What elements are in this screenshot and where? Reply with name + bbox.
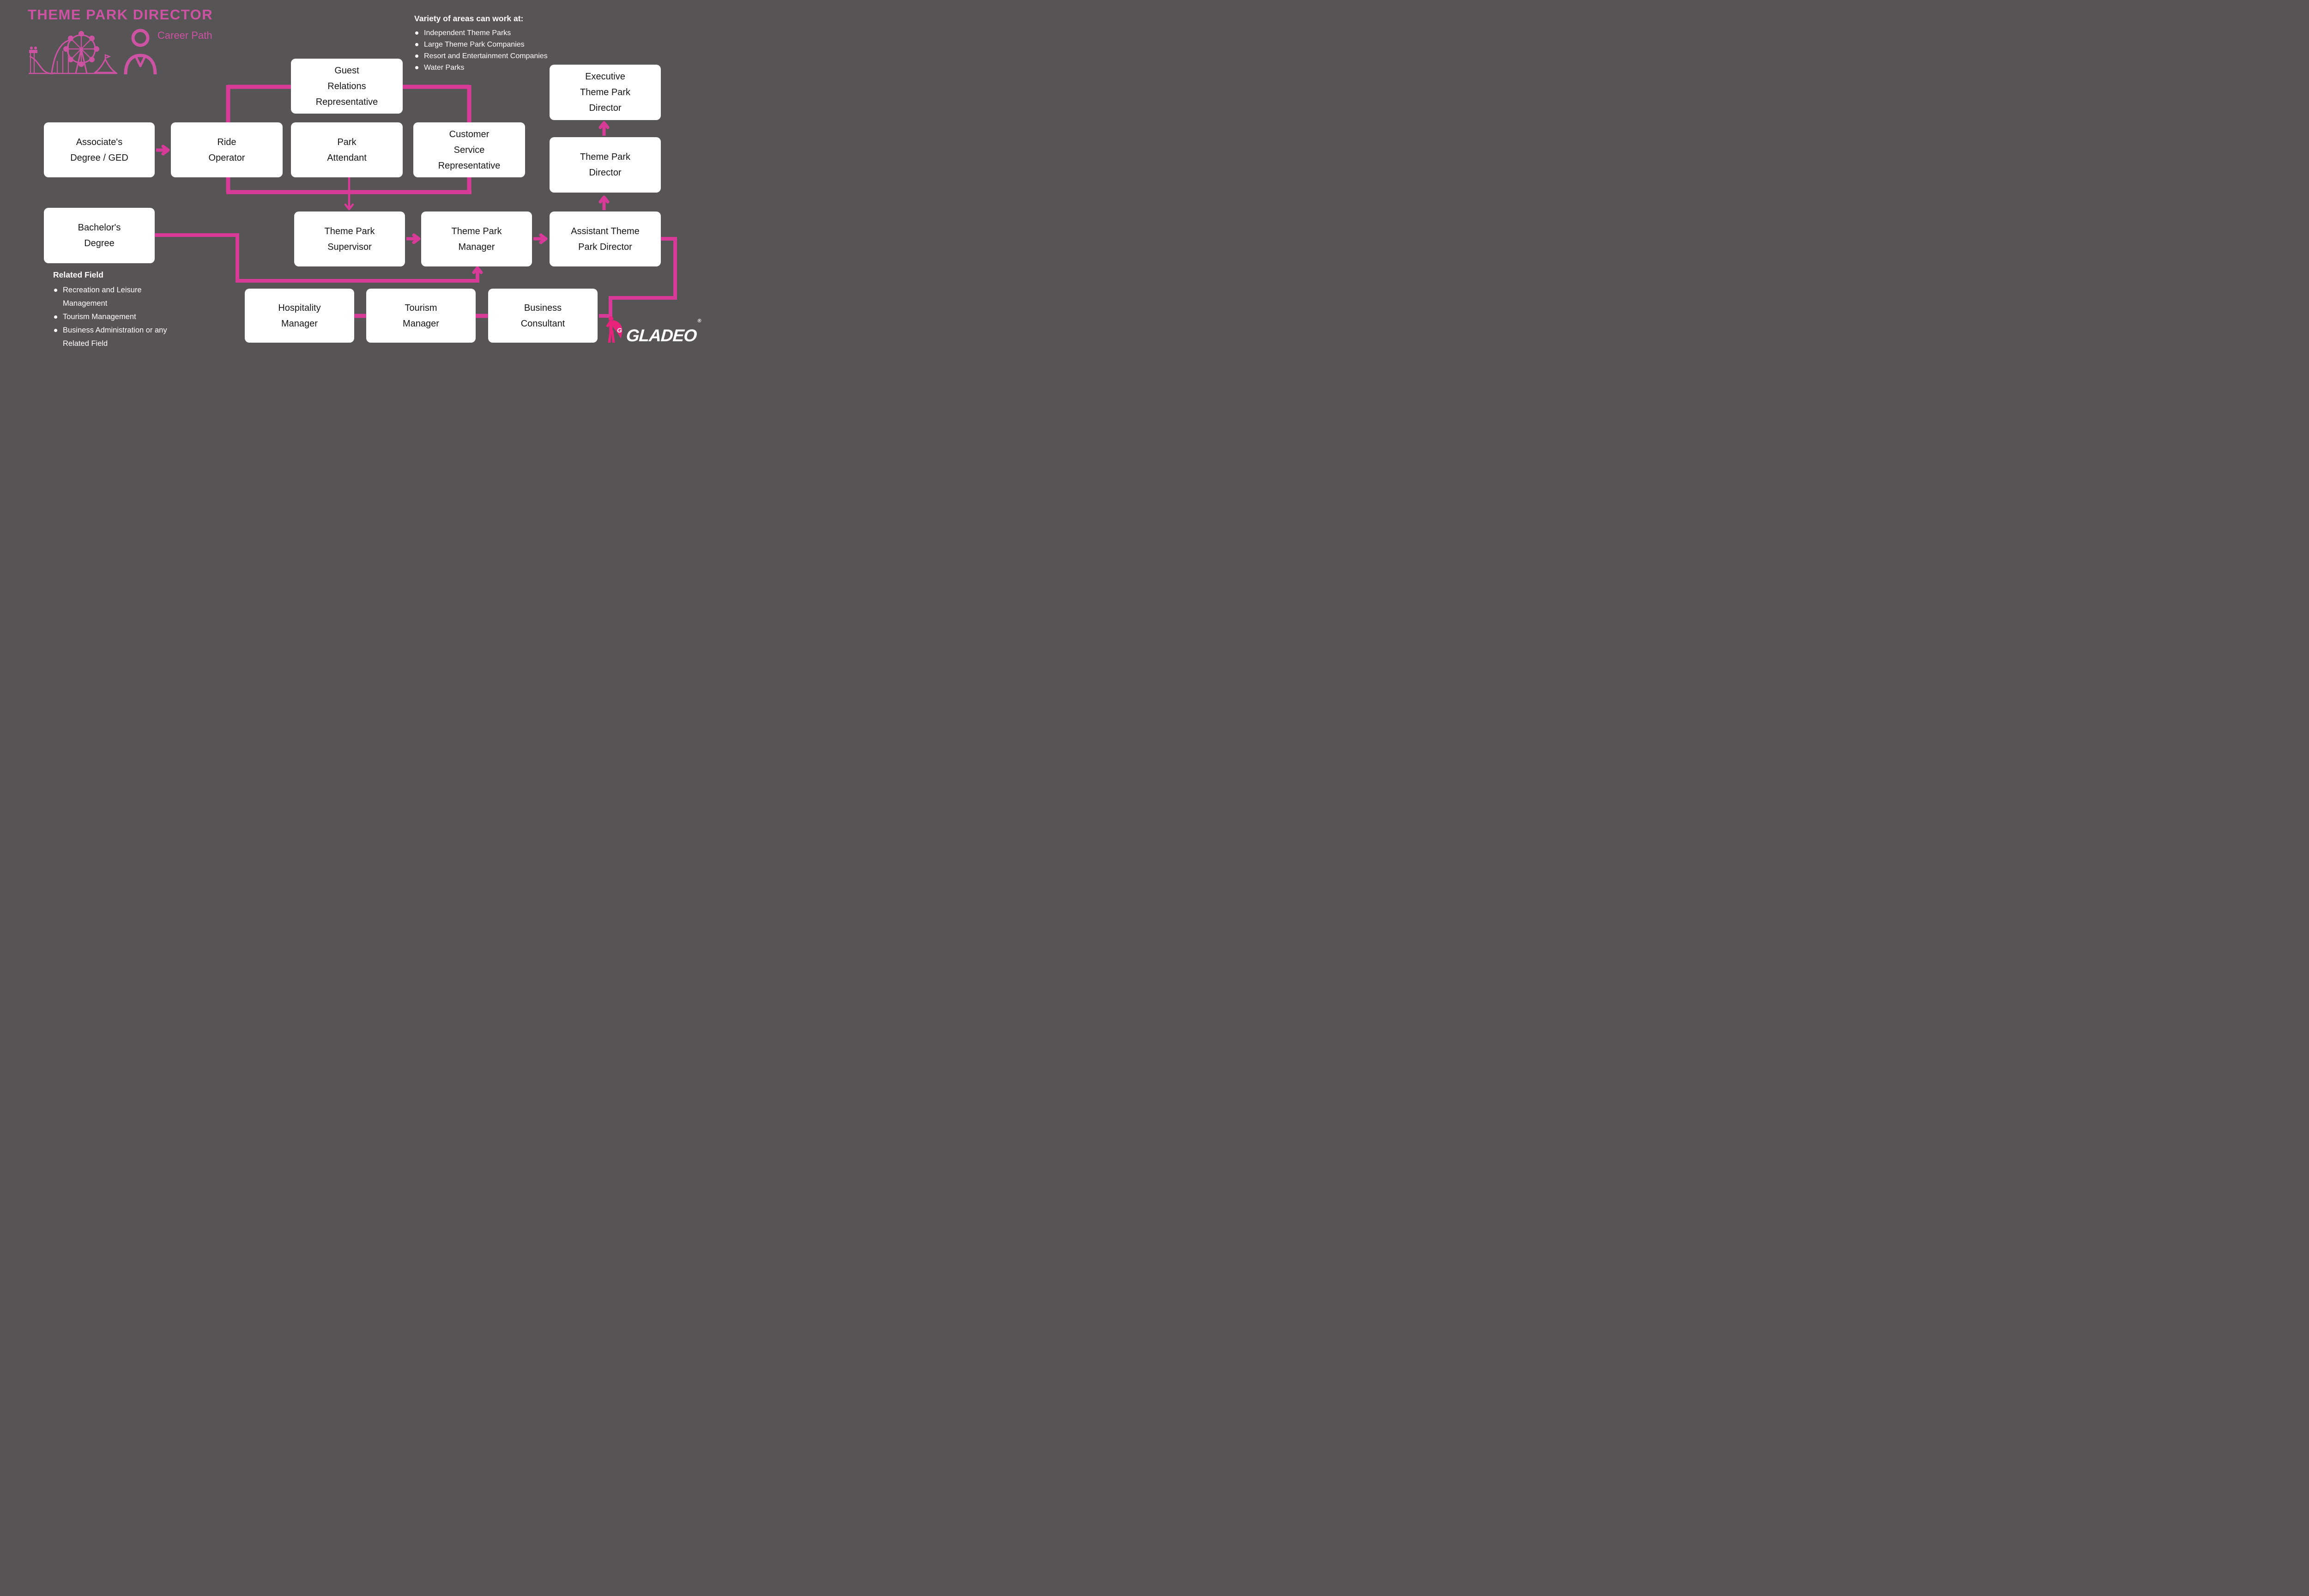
list-item: Independent Theme Parks [414, 27, 613, 39]
gladeo-mascot-icon: G [606, 316, 623, 343]
related-field-block: Related Field Recreation and Leisure Man… [53, 270, 187, 351]
arrow-assistant-to-director [598, 195, 610, 210]
down-arrow-to-supervisor [344, 177, 354, 211]
node-theme-park-manager: Theme Park Manager [421, 212, 532, 266]
node-guest-relations-representative: Guest Relations Representative [291, 59, 403, 114]
node-executive-theme-park-director: Executive Theme Park Director [550, 65, 661, 120]
list-item: Recreation and Leisure Management [53, 284, 187, 310]
work-areas-list: Independent Theme Parks Large Theme Park… [414, 27, 613, 73]
list-item: Water Parks [414, 62, 613, 73]
node-hospitality-manager: Hospitality Manager [245, 289, 354, 343]
page-subtitle: Career Path [157, 30, 212, 41]
arrow-director-to-executive [598, 121, 610, 136]
node-theme-park-director: Theme Park Director [550, 137, 661, 193]
brand-wordmark: GLADEO® [625, 318, 701, 345]
connector-lines [155, 85, 677, 318]
related-field-list: Recreation and Leisure Management Touris… [53, 284, 187, 351]
list-item: Resort and Entertainment Companies [414, 50, 613, 62]
node-tourism-manager: Tourism Manager [366, 289, 476, 343]
arrow-manager-to-assistant [533, 233, 548, 244]
arrow-supervisor-to-manager [406, 233, 421, 244]
arrow-associates-to-ride-operator [156, 145, 170, 156]
person-icon [124, 29, 157, 75]
registered-trademark: ® [697, 318, 701, 324]
brand-text: GLADEO [625, 326, 697, 345]
work-areas-heading: Variety of areas can work at: [414, 14, 524, 23]
work-areas-block: Variety of areas can work at: Independen… [414, 14, 613, 73]
node-customer-service-representative: Customer Service Representative [413, 122, 525, 177]
node-bachelors-degree: Bachelor's Degree [44, 208, 155, 263]
bachelors-to-manager-connector [155, 233, 483, 283]
node-park-attendant: Park Attendant [291, 122, 403, 177]
page-title: THEME PARK DIRECTOR [28, 6, 213, 23]
node-associates-degree-ged: Associate's Degree / GED [44, 122, 155, 177]
mascot-letter: G [617, 326, 622, 334]
list-item: Large Theme Park Companies [414, 39, 613, 50]
gladeo-logo: G GLADEO® [604, 315, 701, 345]
node-ride-operator: Ride Operator [171, 122, 283, 177]
consultant-to-assistant-connector [599, 237, 677, 318]
list-item: Tourism Management [53, 310, 187, 324]
career-path-infographic: THEME PARK DIRECTOR Career Path [0, 0, 724, 362]
theme-park-icon [29, 29, 157, 75]
list-item: Business Administration or any Related F… [53, 324, 187, 351]
node-theme-park-supervisor: Theme Park Supervisor [294, 212, 405, 266]
node-assistant-theme-park-director: Assistant Theme Park Director [550, 212, 661, 266]
node-business-consultant: Business Consultant [488, 289, 598, 343]
related-field-heading: Related Field [53, 270, 103, 279]
